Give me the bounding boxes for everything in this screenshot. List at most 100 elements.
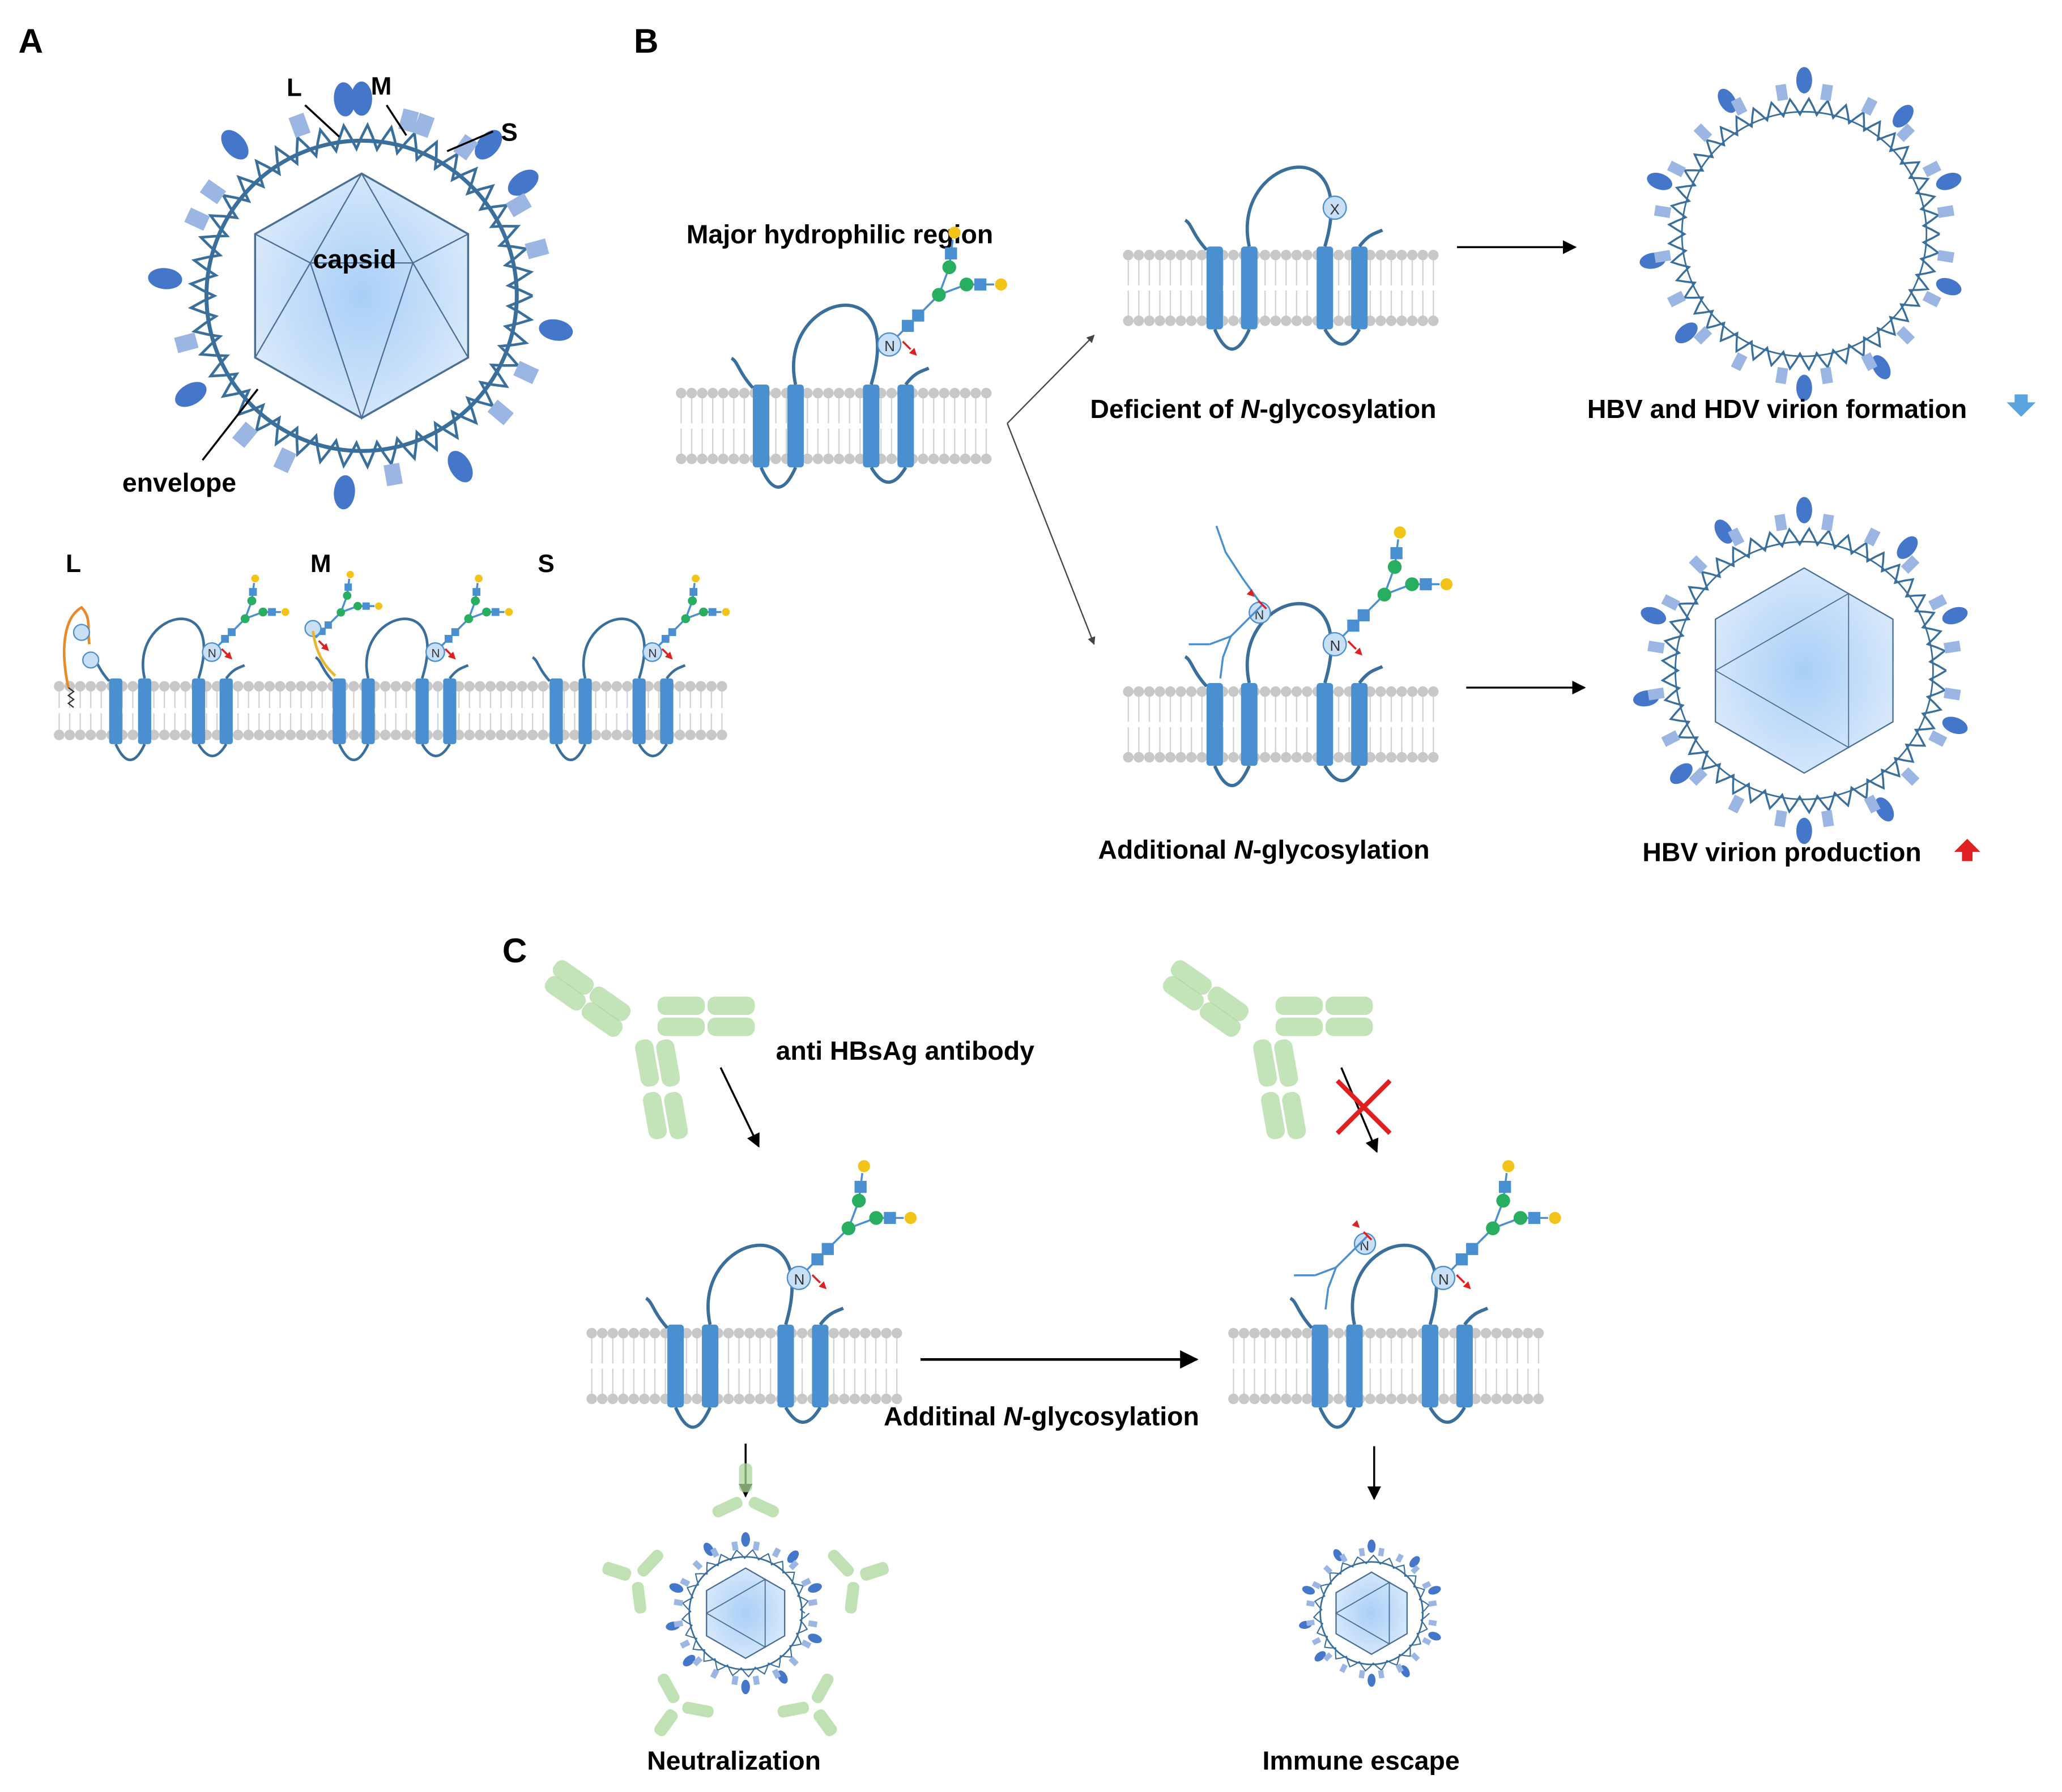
glcnac-square [821,1243,834,1255]
lipid-bilayer-a [54,681,727,740]
lipid-head [1333,1393,1344,1405]
neutralized-virion [602,1463,889,1736]
antibody-domain [1253,1039,1277,1087]
m-protein-square [752,1675,760,1686]
m-protein-square [1378,1670,1384,1679]
lipid-head [649,1328,661,1339]
m-protein-square [1901,555,1920,574]
lipid-head [618,1393,629,1405]
l-protein-oval [1936,278,1962,296]
lipid-head [1417,315,1428,326]
lipid-head [1165,686,1176,697]
lipid-head [607,1393,619,1405]
l-protein-oval [1314,1651,1326,1662]
red-arrow-head [664,651,673,660]
l-protein-oval [1641,607,1667,625]
sugar-circle [475,574,483,583]
membrane-s-label: S [538,550,554,578]
m-protein-square [808,1620,818,1628]
membrane-b-additional: NN [1123,525,1453,787]
lipid-head [1523,1393,1533,1405]
lipid-head [1123,315,1134,326]
m-protein-square [1358,1670,1365,1679]
antibody-left [544,960,755,1140]
lipid-head [1375,250,1386,261]
lipid-head [839,1393,850,1405]
lipid-head [1249,1328,1260,1339]
lipid-head [1154,752,1165,763]
m-protein-square [232,421,258,448]
sugar-circle [240,614,250,624]
glycan-bond [1209,635,1232,646]
lipid-head [597,1328,608,1339]
sugar-circle [995,278,1007,291]
lipid-head [1501,1328,1513,1339]
glcnac-square [945,247,957,260]
lipid-head [765,1393,776,1405]
lipid-head [243,729,254,740]
lipid-head [1280,1328,1292,1339]
sugar-circle [904,1211,917,1224]
lipid-head [1291,315,1302,326]
tm-helix [787,384,804,468]
l-protein-oval [1796,67,1812,93]
l-protein-oval [808,1583,822,1593]
escape-virion [1299,1539,1441,1687]
lipid-head [432,729,444,740]
lipid-head [755,1393,766,1405]
m-protein-square [1323,1564,1333,1575]
lipid-head [839,1328,850,1339]
tm-helix [1311,1324,1328,1408]
l-protein-oval [1718,88,1737,113]
lipid-head [1375,1328,1386,1339]
lipid-head [1512,1393,1523,1405]
sugar-circle [841,1221,856,1235]
lipid-head [1165,315,1176,326]
antibody-right [1162,960,1373,1140]
sugar-circle [1549,1211,1561,1224]
lipid-head [1249,1393,1260,1405]
glycan-bond [1335,1251,1353,1269]
tm-helix [1317,682,1334,766]
m-protein-square [1821,514,1834,531]
m-protein-square [752,1541,760,1551]
lipid-head [1417,752,1428,763]
sugar-circle [1387,560,1402,574]
antibody-arm [748,1496,779,1518]
glcnac-square [1357,609,1370,622]
site-letter: N [884,338,895,355]
lipid-head [796,1393,808,1405]
red-arrow-mark [1363,1231,1373,1241]
lipid-head [692,1393,702,1405]
s-pointer-line [446,130,494,152]
sugar-circle [281,608,289,616]
pres1-chain [63,605,91,688]
glcnac-square [854,1180,867,1193]
glycan-bond [1230,620,1247,637]
lipid-head [1259,686,1271,697]
antibody-domain [1274,1039,1298,1087]
lipid-head [317,729,328,740]
red-arrow-head [448,651,456,660]
lipid-head [1407,1328,1418,1339]
lipid-head [517,729,527,740]
c-terminus [225,664,245,680]
lipid-head [728,387,739,399]
m-protein-square [1820,84,1833,101]
m-protein-square [1693,326,1712,345]
lipid-head [718,387,729,399]
lipid-head [1365,1328,1376,1339]
m-pointer-line [386,104,407,136]
l-protein-oval [1670,763,1693,784]
lipid-head [1491,1328,1502,1339]
m-protein-square [398,108,419,133]
lipid-head [1154,315,1165,326]
lipid-head [275,681,286,692]
n-terminus [1184,655,1208,688]
cytosolic-loop [114,743,146,762]
l-protein-oval [787,1550,799,1563]
lipid-head [674,729,685,740]
tm-helix [219,678,233,744]
lipid-head [75,729,86,740]
